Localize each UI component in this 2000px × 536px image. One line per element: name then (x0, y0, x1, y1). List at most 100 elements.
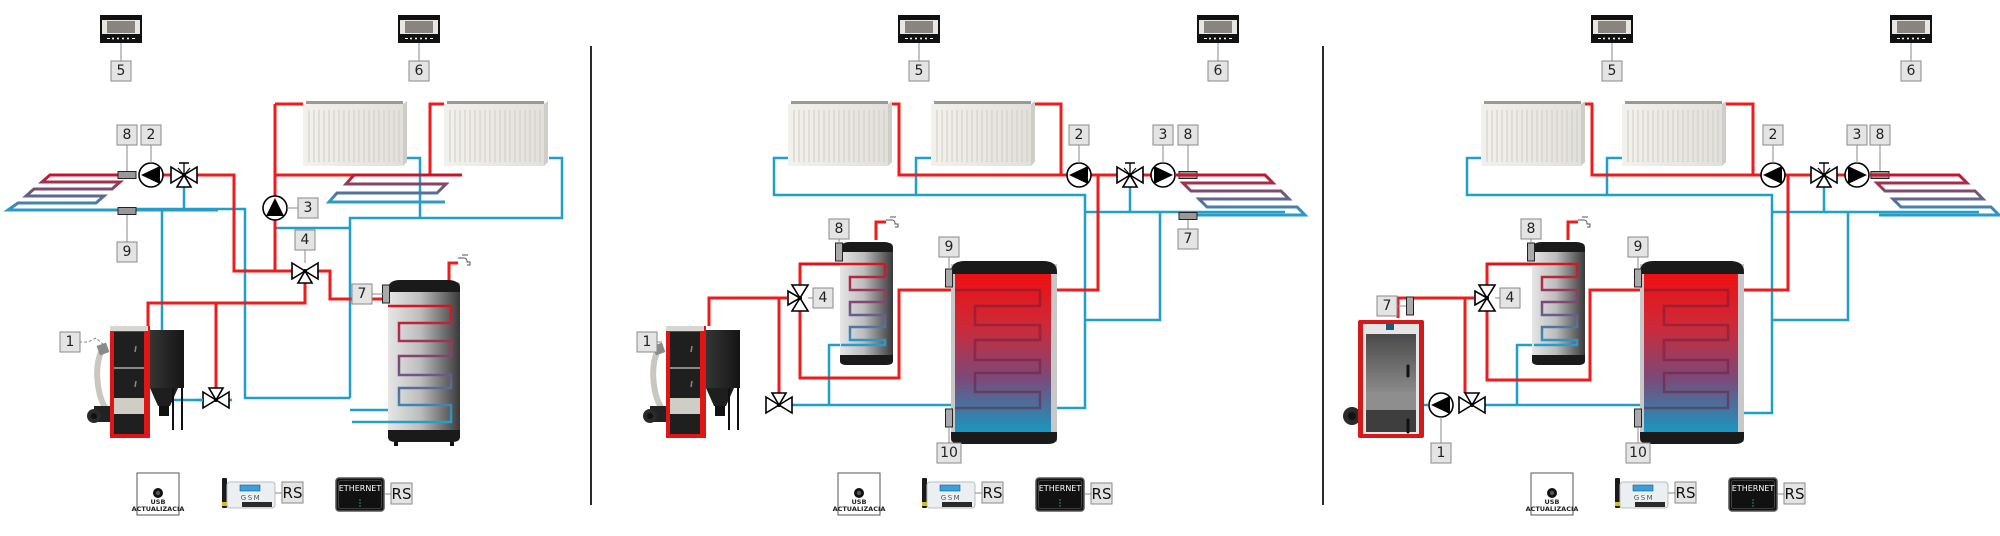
label-10: 10 (936, 442, 962, 464)
svg-text:2: 2 (1769, 127, 1778, 143)
rs-label: RS (1674, 481, 1697, 504)
svg-text:RS: RS (1785, 485, 1805, 503)
floor-heating-icon (1869, 173, 2000, 217)
faucet-icon (885, 216, 899, 228)
rs-label: RS (390, 482, 413, 505)
ethernet-module: ETHERNET (1728, 477, 1778, 512)
pump-icon (1760, 162, 1786, 188)
pellet-boiler-icon (643, 326, 740, 438)
usb-update-module: USB ACTUALIZACIA (833, 472, 885, 516)
gsm-module: GSM (221, 477, 276, 509)
label-7: 7 (351, 283, 373, 305)
floor-heating-icon (327, 173, 464, 204)
label-4: 4 (1499, 287, 1521, 309)
radiator-icon (930, 100, 1036, 167)
svg-text:USB: USB (852, 498, 867, 506)
room-controller-icon (1197, 15, 1239, 43)
hot-water-tank-icon (800, 242, 893, 365)
pump-icon (138, 162, 164, 188)
buffer-tank-icon (1640, 261, 1744, 444)
svg-text:10: 10 (1629, 445, 1647, 461)
ethernet-module: ETHERNET (335, 477, 385, 512)
label-7: 7 (1376, 295, 1398, 317)
sensor-icon (835, 242, 843, 262)
svg-text:1: 1 (643, 334, 652, 350)
faucet-icon (457, 254, 471, 266)
room-controller-icon (398, 15, 440, 43)
pump-icon (1428, 392, 1454, 418)
label-4: 4 (294, 229, 316, 251)
label-6: 6 (408, 60, 430, 82)
svg-text:4: 4 (1506, 290, 1515, 306)
label-1: 1 (636, 331, 658, 353)
room-controller-icon (898, 15, 940, 43)
three-way-valve-icon (291, 262, 319, 284)
svg-text:8: 8 (1527, 221, 1536, 237)
svg-text:ETHERNET: ETHERNET (339, 484, 382, 493)
svg-text:4: 4 (819, 290, 828, 306)
rs-label: RS (1090, 482, 1113, 505)
hot-water-tank-icon (1487, 242, 1585, 365)
svg-text:5: 5 (915, 63, 924, 79)
rs-label: RS (981, 481, 1004, 504)
svg-text:8: 8 (835, 221, 844, 237)
faucet-icon (1577, 216, 1591, 228)
label-2: 2 (1068, 124, 1090, 146)
label-5: 5 (908, 60, 930, 82)
room-controller-icon (100, 15, 142, 43)
svg-text:ETHERNET: ETHERNET (1732, 484, 1775, 493)
label-3: 3 (1152, 124, 1174, 146)
svg-text:GSM: GSM (941, 494, 961, 502)
label-2: 2 (140, 124, 162, 146)
svg-text:6: 6 (1214, 63, 1223, 79)
scheme-panel-1: 5 6 (3, 15, 564, 516)
svg-text:6: 6 (415, 63, 424, 79)
svg-text:8: 8 (123, 127, 132, 143)
svg-text:3: 3 (1159, 127, 1168, 143)
svg-text:USB: USB (151, 498, 166, 506)
label-8: 8 (116, 124, 138, 146)
label-8: 8 (1869, 124, 1891, 146)
svg-text:RS: RS (283, 484, 303, 502)
radiator-icon (1621, 100, 1727, 167)
svg-text:RS: RS (983, 484, 1003, 502)
svg-text:4: 4 (301, 232, 310, 248)
radiator-icon (1480, 100, 1586, 167)
mixing-valve-icon (1116, 162, 1144, 188)
svg-text:8: 8 (1876, 127, 1885, 143)
sensor-icon (1178, 212, 1198, 220)
label-8: 8 (1177, 124, 1199, 146)
svg-text:GSM: GSM (241, 494, 261, 502)
pump-icon (1150, 162, 1176, 188)
usb-update-module: USB ACTUALIZACIA (132, 472, 184, 516)
room-controller-icon (1591, 15, 1633, 43)
svg-text:ETHERNET: ETHERNET (1039, 484, 1082, 493)
three-way-valve-icon (765, 392, 793, 414)
radiator-icon (787, 100, 893, 167)
label-8: 8 (1520, 218, 1542, 240)
svg-text:5: 5 (1608, 63, 1617, 79)
three-way-valve-icon (787, 284, 809, 312)
rs-label: RS (281, 481, 304, 504)
pump-icon (262, 195, 288, 221)
label-5: 5 (1601, 60, 1623, 82)
label-7: 7 (1177, 228, 1199, 250)
mixing-valve-icon (170, 162, 198, 188)
sensor-icon (945, 268, 953, 288)
label-8: 8 (828, 218, 850, 240)
svg-text:3: 3 (304, 200, 313, 216)
label-6: 6 (1900, 60, 1922, 82)
three-way-valve-icon (1474, 284, 1496, 312)
sensor-icon (945, 408, 953, 428)
room-controller-icon (1890, 15, 1932, 43)
label-9: 9 (938, 236, 960, 258)
svg-text:GSM: GSM (1634, 494, 1654, 502)
solid-fuel-boiler-icon (1341, 318, 1426, 440)
ethernet-module: ETHERNET (1035, 477, 1085, 512)
gsm-module: GSM (921, 477, 976, 509)
svg-text:1: 1 (1437, 445, 1446, 461)
svg-text:7: 7 (1184, 231, 1193, 247)
svg-text:1: 1 (66, 334, 75, 350)
svg-text:RS: RS (1092, 485, 1112, 503)
